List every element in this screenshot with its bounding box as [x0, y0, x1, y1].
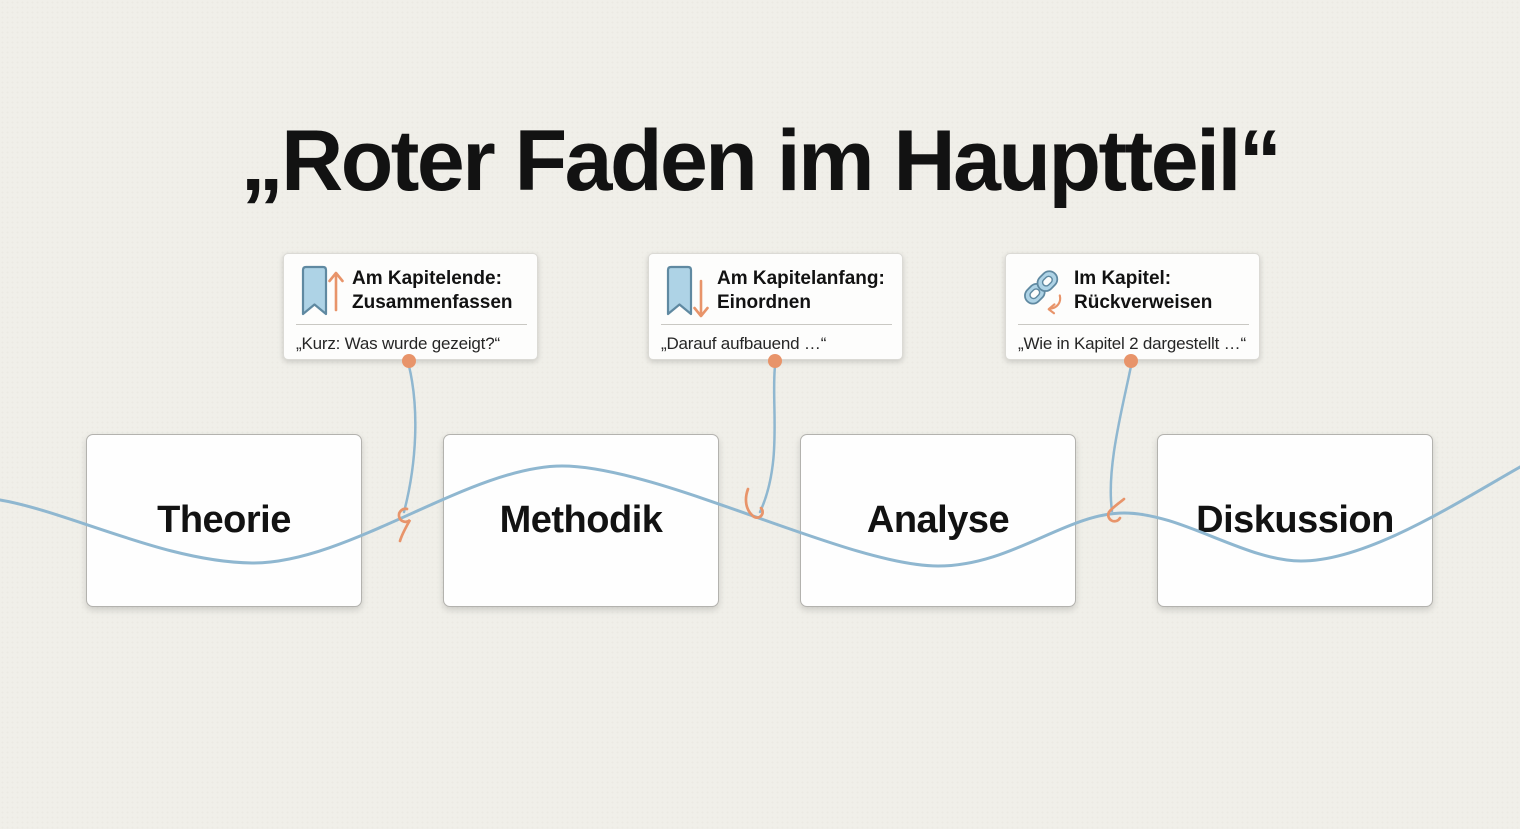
connector-line	[758, 364, 777, 514]
chapter-label: Theorie	[157, 499, 291, 541]
thread-knot-icon	[1106, 497, 1126, 523]
link-back-icon	[1018, 263, 1066, 319]
chapter-box-theorie: Theorie	[86, 434, 362, 607]
connector-line	[1109, 364, 1133, 513]
card-title: Am Kapitelende:Zusammenfassen	[352, 267, 513, 315]
card-divider	[1018, 324, 1249, 325]
card-header: Am Kapitelende:Zusammenfassen	[296, 261, 527, 320]
chapter-label: Methodik	[499, 499, 663, 541]
chapter-label: Analyse	[866, 499, 1010, 541]
card-title: Am Kapitelanfang:Einordnen	[717, 267, 885, 315]
card-title-line2: Rückverweisen	[1074, 291, 1213, 313]
page-title: „Roter Faden im Hauptteil“	[240, 112, 1282, 209]
annotation-card-rueckverweisen: Im Kapitel:Rückverweisen „Wie in Kapitel…	[1005, 253, 1260, 360]
bookmark-arrow-down-icon	[661, 263, 709, 319]
chapter-box-methodik: Methodik	[443, 434, 719, 607]
card-quote: „Wie in Kapitel 2 dargestellt …“	[1018, 334, 1246, 353]
card-quote: „Kurz: Was wurde gezeigt?“	[296, 334, 500, 353]
chapter-box-diskussion: Diskussion	[1157, 434, 1433, 607]
chapter-label: Diskussion	[1196, 499, 1394, 541]
card-title-line1: Am Kapitelanfang:	[717, 267, 885, 289]
annotation-card-kapitelanfang: Am Kapitelanfang:Einordnen „Darauf aufba…	[648, 253, 903, 360]
annotation-card-kapitelende: Am Kapitelende:Zusammenfassen „Kurz: Was…	[283, 253, 538, 360]
thread-knot-icon	[744, 487, 764, 519]
chapter-box-analyse: Analyse	[800, 434, 1076, 607]
card-divider	[296, 324, 527, 325]
card-title-line2: Einordnen	[717, 291, 811, 313]
card-title-line1: Im Kapitel:	[1074, 267, 1172, 289]
card-title-line1: Am Kapitelende:	[352, 267, 502, 289]
card-divider	[661, 324, 892, 325]
bookmark-arrow-up-icon	[296, 263, 344, 319]
card-header: Am Kapitelanfang:Einordnen	[661, 261, 892, 320]
card-header: Im Kapitel:Rückverweisen	[1018, 261, 1249, 320]
card-title-line2: Zusammenfassen	[352, 291, 513, 313]
card-quote: „Darauf aufbauend …“	[661, 334, 827, 353]
card-title: Im Kapitel:Rückverweisen	[1074, 267, 1212, 315]
thread-knot-icon	[397, 507, 412, 543]
connector-line	[402, 364, 417, 514]
